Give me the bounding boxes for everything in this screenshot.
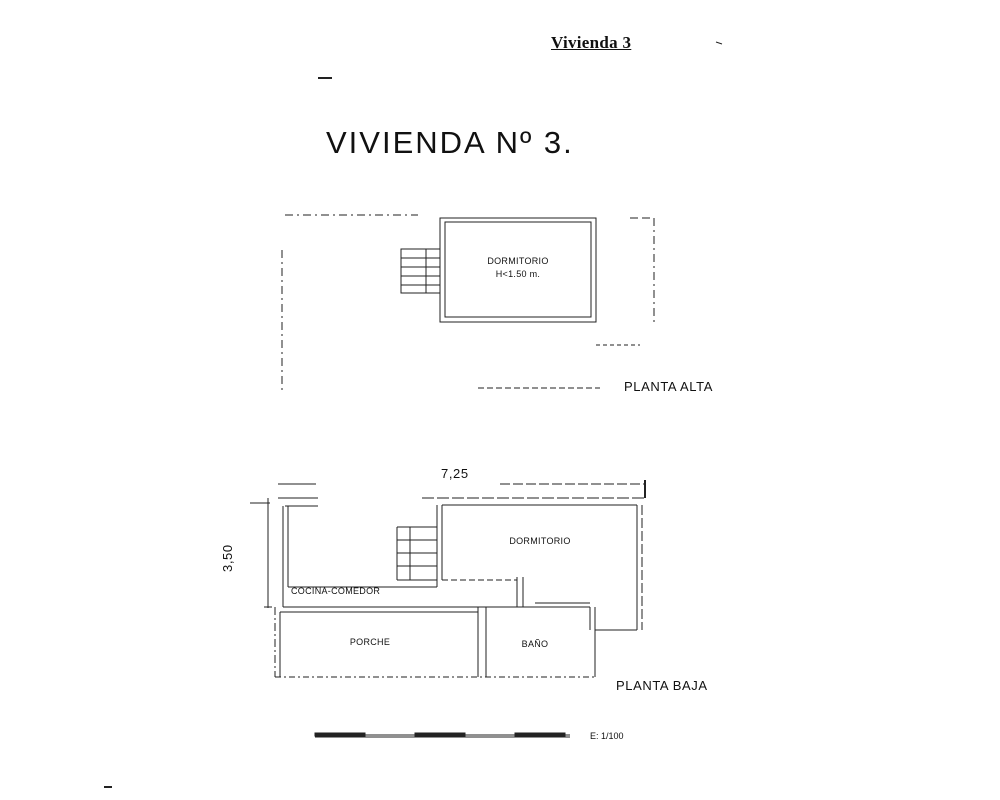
upper-bedroom-height-note: H<1.50 m. xyxy=(495,269,541,279)
dimension-line-depth xyxy=(250,498,272,608)
kitchen-dining-label: COCINA-COMEDOR xyxy=(291,586,381,596)
porch-label: PORCHE xyxy=(349,637,391,647)
upper-floor-label: PLANTA ALTA xyxy=(624,379,713,394)
dimension-width-label: 7,25 xyxy=(441,466,469,481)
scale-bar xyxy=(314,732,570,738)
dimension-line-width xyxy=(278,480,646,498)
dimension-depth-label: 3,50 xyxy=(220,544,235,572)
document-title: VIVIENDA Nº 3. xyxy=(326,125,574,160)
ground-stairs xyxy=(396,526,437,581)
stray-mark xyxy=(715,41,723,45)
upper-bedroom-label: DORMITORIO xyxy=(487,256,549,266)
page-header-title: Vivienda 3 xyxy=(551,33,632,52)
bathroom-label: BAÑO xyxy=(521,639,549,649)
scale-label: E: 1/100 xyxy=(590,731,624,741)
ground-bedroom-label: DORMITORIO xyxy=(509,536,571,546)
upper-stairs xyxy=(400,248,441,294)
ground-floor-label: PLANTA BAJA xyxy=(616,678,708,693)
upper-floor-outline xyxy=(281,214,655,390)
